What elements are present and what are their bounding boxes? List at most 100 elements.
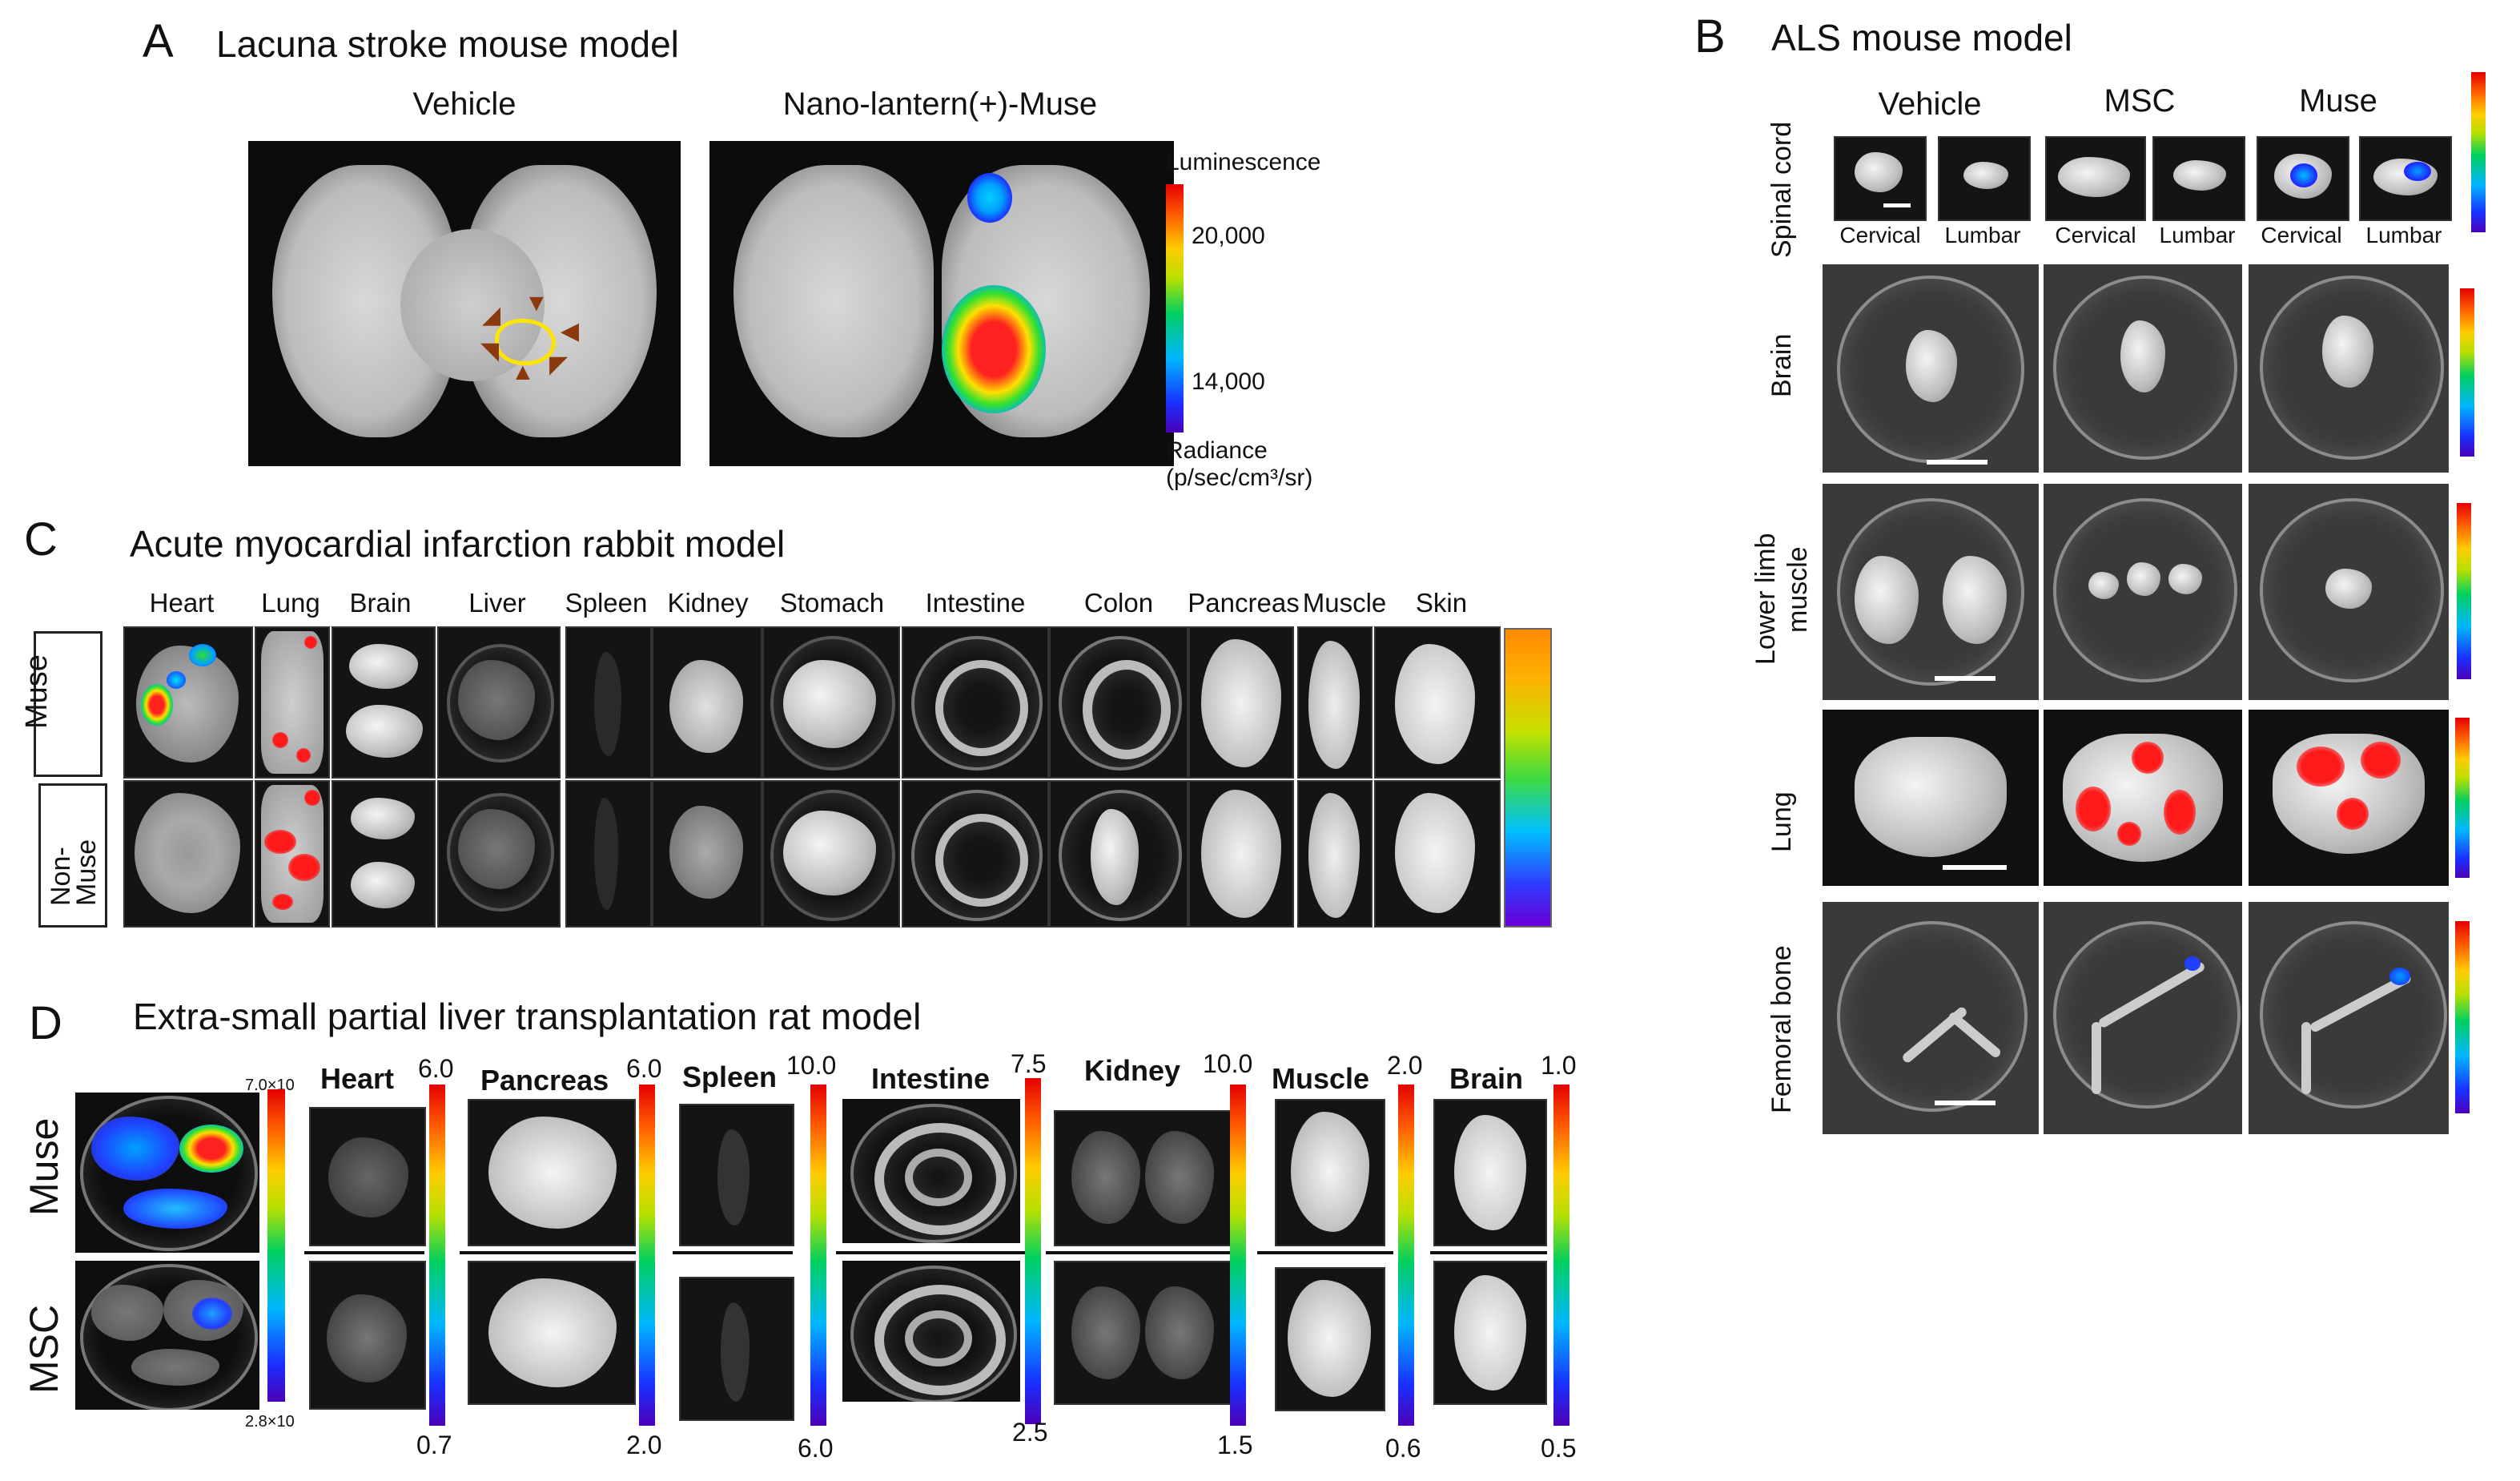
panel-c-nonmuse-lung [255, 780, 330, 928]
panel-c-organ-lung: Lung [261, 588, 320, 618]
panel-d-kidney-bottom: 1.5 [1217, 1431, 1253, 1459]
panel-a-col-vehicle: Vehicle [412, 87, 516, 122]
panel-b-brain-muse [2249, 264, 2449, 473]
panel-d-colorbar-heart [429, 1085, 445, 1426]
panel-b-bone-muse [2249, 902, 2449, 1134]
panel-d-colorbar-pancreas [639, 1085, 655, 1426]
panel-c-muse-intestine [902, 626, 1049, 779]
panel-d-spleen-top: 10.0 [786, 1051, 837, 1080]
panel-d-msc-liver [75, 1261, 259, 1410]
panel-c-colorbar [1504, 628, 1552, 928]
panel-c-muse-heart [123, 626, 253, 779]
panel-c-row-nonmuse-box: Non- Muse [38, 783, 107, 928]
panel-d-msc-spleen [679, 1277, 794, 1421]
panel-d-msc-muscle [1275, 1267, 1385, 1411]
panel-d-heart-top: 6.0 [418, 1054, 454, 1083]
panel-a-muse-image [709, 141, 1174, 466]
panel-d-msc-intestine [842, 1261, 1020, 1402]
panel-b-letter: B [1694, 10, 1726, 62]
panel-c-nonmuse-muscle [1297, 780, 1373, 928]
panel-c-organ-kidney: Kidney [667, 588, 749, 618]
panel-c-nonmuse-stomach [762, 780, 900, 928]
panel-b-spinal-msc-lumbar [2152, 136, 2245, 221]
panel-d-muse-intestine [842, 1099, 1020, 1243]
panel-b-spinal-msc-cervical [2045, 136, 2146, 221]
panel-b-spinal-muse-cervical [2257, 136, 2349, 221]
panel-d-colorbar-intestine [1025, 1078, 1041, 1424]
panel-c-nonmuse-liver [437, 780, 561, 928]
panel-b-colorbar [2455, 921, 2470, 1113]
panel-d-intestine-top: 7.5 [1011, 1049, 1047, 1078]
arrowhead-icon: ▼ [524, 290, 549, 316]
panel-a-unit-line2: (p/sec/cm³/sr) [1166, 465, 1313, 491]
arrowhead-icon: ◤ [549, 352, 569, 378]
panel-d-divider [673, 1251, 793, 1254]
panel-d-muse-brain [1433, 1099, 1547, 1246]
panel-c-row-muse-box: Muse [20, 631, 102, 777]
panel-c-organ-muscle: Muscle [1302, 588, 1387, 618]
panel-d-divider [304, 1251, 424, 1254]
panel-c-muse-stomach [762, 626, 900, 779]
panel-d-muse-kidney [1054, 1110, 1233, 1246]
panel-d-pancreas-bottom: 2.0 [626, 1431, 662, 1459]
panel-a-unit-line1: Radiance [1166, 437, 1268, 464]
panel-d-divider [1430, 1251, 1547, 1254]
panel-c-muse-pancreas [1188, 626, 1294, 779]
panel-b-sub-cervical-1: Cervical [1839, 223, 1921, 248]
panel-d-organ-muscle: Muscle [1272, 1062, 1370, 1095]
panel-d-organ-spleen: Spleen [682, 1060, 778, 1093]
panel-c-organ-colon: Colon [1083, 588, 1154, 618]
panel-a-title: Lacuna stroke mouse model [216, 23, 679, 65]
panel-c-nonmuse-colon [1049, 780, 1188, 928]
panel-b-sub-lumbar-3: Lumbar [2365, 223, 2442, 248]
panel-c-organ-pancreas: Pancreas [1188, 588, 1300, 618]
panel-a-letter: A [143, 15, 174, 67]
panel-d-muse-muscle [1275, 1099, 1385, 1246]
panel-b-sub-lumbar-1: Lumbar [1944, 223, 2021, 248]
panel-b-spinal-vehicle-lumbar [1938, 136, 2031, 221]
panel-c-title: Acute myocardial infarction rabbit model [130, 523, 786, 565]
panel-d-organ-kidney: Kidney [1084, 1054, 1181, 1087]
panel-d-divider [460, 1251, 636, 1254]
panel-d-colorbar-kidney [1230, 1085, 1246, 1426]
panel-d-row-msc: MSC [22, 1304, 66, 1394]
panel-b-colorbar [2457, 503, 2471, 679]
panel-c-organ-stomach: Stomach [779, 588, 885, 618]
panel-d-msc-brain [1433, 1261, 1547, 1405]
panel-b-colorbar [2471, 72, 2486, 232]
panel-c-organ-spleen: Spleen [565, 588, 648, 618]
panel-b-sub-cervical-2: Cervical [2055, 223, 2136, 248]
panel-c-muse-colon [1049, 626, 1188, 779]
panel-b-spinal-muse-lumbar [2359, 136, 2452, 221]
panel-c-muse-kidney [652, 626, 762, 779]
panel-b-brain-vehicle [1823, 264, 2039, 473]
panel-c-muse-liver [437, 626, 561, 779]
panel-d-muse-heart [309, 1107, 426, 1246]
arrowhead-icon: ◥ [480, 338, 500, 364]
panel-d-scale-bottom: 2.8×10 [245, 1413, 295, 1431]
panel-c-row-non-muse: Muse [71, 839, 102, 906]
panel-b-bone-msc [2044, 902, 2242, 1134]
panel-d-divider [1257, 1251, 1393, 1254]
panel-d-divider [1046, 1251, 1235, 1254]
panel-c-organ-brain: Brain [349, 588, 412, 618]
panel-b-row-femoral-bone: Femoral bone [1766, 945, 1797, 1113]
panel-d-letter: D [29, 997, 62, 1049]
panel-b-colorbar [2460, 288, 2474, 457]
panel-c-nonmuse-kidney [652, 780, 762, 928]
panel-b-row-lung: Lung [1766, 791, 1797, 852]
panel-d-intestine-bottom: 2.5 [1012, 1418, 1048, 1447]
panel-b-brain-msc [2044, 264, 2242, 473]
panel-b-col-msc: MSC [2104, 83, 2176, 119]
panel-c-nonmuse-pancreas [1188, 780, 1294, 928]
panel-b-colorbar [2455, 718, 2470, 878]
panel-d-msc-heart [309, 1261, 426, 1410]
panel-d-muse-spleen [679, 1104, 794, 1246]
panel-c-nonmuse-heart [123, 780, 253, 928]
panel-d-spleen-bottom: 6.0 [798, 1434, 834, 1463]
panel-a-colorbar [1166, 184, 1184, 433]
panel-b-row-brain: Brain [1766, 333, 1797, 397]
panel-a-tick-high: 20,000 [1192, 223, 1265, 249]
panel-c-letter: C [24, 513, 58, 565]
panel-d-colorbar-brain [1553, 1085, 1569, 1426]
